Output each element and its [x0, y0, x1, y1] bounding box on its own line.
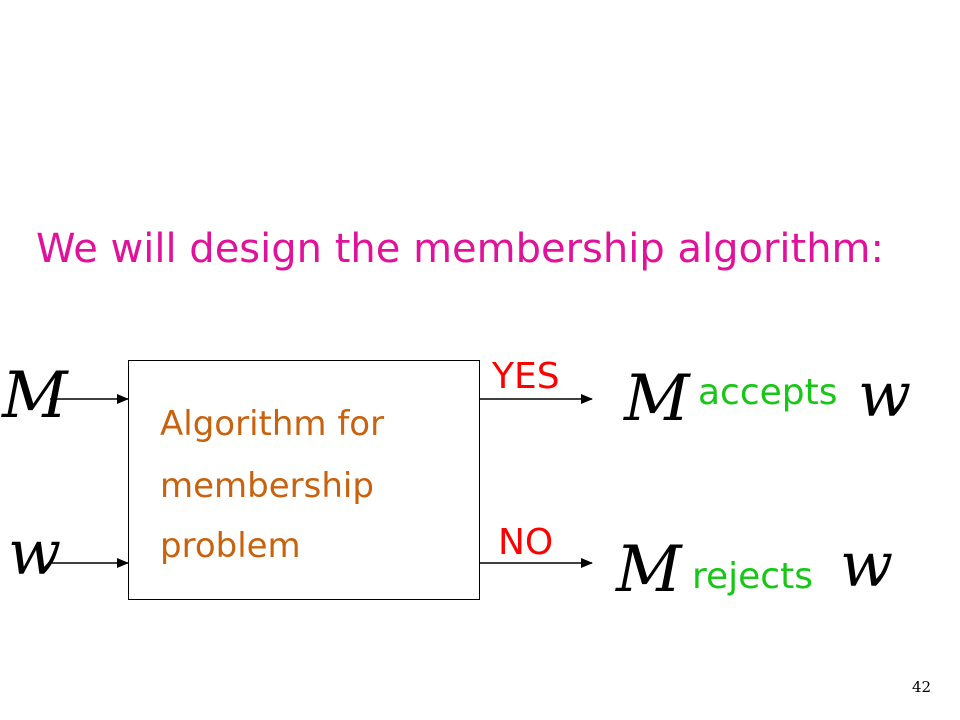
- no-label: NO: [498, 522, 554, 563]
- reject-string-symbol: w: [840, 528, 894, 601]
- input-string-symbol: w: [8, 516, 62, 589]
- accept-string-symbol: w: [858, 358, 912, 431]
- reject-text: rejects: [692, 556, 813, 597]
- box-text-line-2: membership: [160, 466, 374, 506]
- input-machine-symbol: M: [2, 359, 68, 433]
- page-number: 42: [912, 678, 932, 696]
- yes-label: YES: [492, 356, 560, 397]
- accept-machine-symbol: M: [624, 362, 690, 436]
- accept-text: accepts: [698, 372, 838, 413]
- slide-heading: We will design the membership algorithm:: [36, 226, 884, 272]
- reject-machine-symbol: M: [616, 533, 682, 607]
- box-text-line-1: Algorithm for: [160, 404, 385, 444]
- box-text-line-3: problem: [160, 526, 301, 566]
- algorithm-box: [128, 360, 480, 600]
